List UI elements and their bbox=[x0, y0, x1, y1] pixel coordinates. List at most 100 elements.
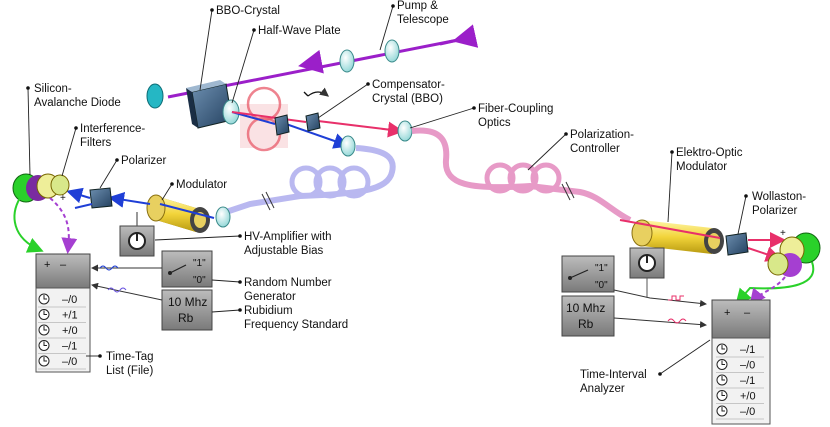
fiber-alice bbox=[219, 145, 396, 217]
rng-zero-label: "0" bbox=[193, 275, 206, 286]
hv-label-line1: HV-Amplifier with bbox=[244, 231, 332, 243]
eom-label-line2: Modulator bbox=[676, 161, 727, 173]
ttl-label-line1: Time-Tag bbox=[106, 351, 154, 363]
analyzer-minus: – bbox=[60, 259, 67, 271]
label-silicon-apd: Silicon- Avalanche Diode bbox=[26, 83, 121, 176]
half-wave-plate-label: Half-Wave Plate bbox=[258, 25, 341, 37]
pump-label-line1: Pump & bbox=[397, 0, 438, 12]
fiber-coupler-lens-icon bbox=[340, 120, 413, 157]
analyzer-plus: + bbox=[724, 307, 730, 319]
time-tag-row: –/0 bbox=[38, 355, 86, 370]
time-tag-value: –/0 bbox=[62, 294, 77, 306]
analyzer-minus: – bbox=[744, 307, 751, 319]
svg-text:+: + bbox=[60, 193, 66, 204]
clock-line1: 10 Mhz bbox=[566, 301, 605, 315]
time-tag-value: –/0 bbox=[740, 406, 755, 418]
bob-hv-amplifier-icon bbox=[629, 247, 665, 279]
bob-time-tag-list: –/1 –/0 –/1 +/0 –/0 bbox=[711, 337, 771, 425]
time-tag-value: –/1 bbox=[740, 344, 755, 356]
rng-zero-label: "0" bbox=[595, 280, 608, 291]
filters-label-line2: Filters bbox=[80, 137, 112, 149]
wollaston-label-line1: Wollaston- bbox=[752, 191, 806, 203]
time-tag-row: –/1 bbox=[716, 343, 764, 358]
ttl-label-line2: List (File) bbox=[106, 365, 153, 377]
time-tag-row: +/1 bbox=[38, 309, 86, 323]
alice-polarizer-icon: + bbox=[60, 187, 113, 209]
analyzer-plus: + bbox=[44, 259, 50, 271]
time-tag-value: +/0 bbox=[62, 325, 78, 337]
label-half-wave-plate: Half-Wave Plate bbox=[231, 25, 341, 104]
label-hv-amplifier: HV-Amplifier with Adjustable Bias bbox=[154, 231, 332, 257]
bbo-crystal-label: BBO-Crystal bbox=[216, 5, 280, 17]
compensator-label-line1: Compensator- bbox=[372, 79, 445, 91]
svg-text:+: + bbox=[780, 228, 786, 239]
rb-label-line2: Frequency Standard bbox=[244, 319, 348, 331]
apd-label-line1: Silicon- bbox=[34, 83, 72, 95]
label-wollaston-polarizer: Wollaston- Polarizer bbox=[737, 191, 806, 235]
bob-rubidium-clock-icon: 10 Mhz Rb bbox=[561, 295, 615, 337]
pump-label-line2: Telescope bbox=[397, 14, 449, 26]
bob-detectors-icon bbox=[735, 232, 821, 306]
clock-line1: 10 Mhz bbox=[168, 295, 207, 309]
apd-label-line2: Avalanche Diode bbox=[34, 97, 121, 109]
pc-label-line2: Controller bbox=[570, 143, 620, 155]
label-rubidium: Rubidium Frequency Standard bbox=[211, 305, 348, 331]
time-tag-row: –/1 bbox=[716, 374, 764, 389]
time-tag-value: +/1 bbox=[62, 310, 78, 322]
label-modulator: Modulator bbox=[161, 179, 227, 201]
time-tag-row: –/1 bbox=[38, 340, 86, 354]
time-tag-value: –/0 bbox=[62, 356, 77, 368]
photon-beams bbox=[231, 111, 404, 149]
fiber-coupling-label-line1: Fiber-Coupling bbox=[478, 103, 553, 115]
alice-rng-icon: "1" "0" bbox=[161, 250, 213, 288]
telescope-lens-icon bbox=[146, 39, 400, 109]
fiber-bob bbox=[411, 127, 632, 223]
tia-label-line1: Time-Interval bbox=[580, 369, 647, 381]
rb-label-line1: Rubidium bbox=[244, 305, 293, 317]
label-interference-filters: Interference- Filters bbox=[61, 123, 145, 177]
time-tag-row: –/0 bbox=[716, 405, 764, 420]
label-pump-telescope: Pump & Telescope bbox=[379, 0, 449, 51]
bob-modulator-icon bbox=[619, 219, 724, 254]
tia-label-line2: Analyzer bbox=[580, 383, 625, 395]
compensator-label-line2: Crystal (BBO) bbox=[372, 93, 443, 105]
alice-time-tag-list: –/0 +/1 +/0 –/1 –/0 bbox=[35, 287, 91, 373]
rng-label-line1: Random Number bbox=[244, 277, 332, 289]
fiber-coupling-label-line2: Optics bbox=[478, 117, 511, 129]
label-fiber-coupling: Fiber-Coupling Optics bbox=[409, 103, 553, 129]
time-tag-row: –/0 bbox=[716, 359, 764, 373]
alice-rubidium-clock-icon: 10 Mhz Rb bbox=[161, 289, 213, 331]
rng-label-line2: Generator bbox=[244, 291, 296, 303]
pc-label-line1: Polarization- bbox=[570, 129, 634, 141]
time-tag-row: +/0 bbox=[716, 390, 764, 404]
alice-analyzer-icon: + – bbox=[35, 253, 163, 301]
label-time-tag-list: Time-Tag List (File) bbox=[86, 351, 154, 377]
wollaston-label-line2: Polarizer bbox=[752, 205, 798, 217]
rng-one-label: "1" bbox=[193, 258, 206, 269]
time-tag-value: +/0 bbox=[740, 391, 756, 403]
bob-rng-icon: "1" "0" bbox=[561, 255, 615, 293]
rng-one-label: "1" bbox=[595, 263, 608, 274]
label-bbo-crystal: BBO-Crystal bbox=[199, 5, 280, 91]
alice-detectors-icon bbox=[12, 173, 78, 254]
time-tag-value: –/1 bbox=[740, 375, 755, 387]
label-polarization-controller: Polarization- Controller bbox=[527, 129, 634, 171]
modulator-label: Modulator bbox=[176, 179, 227, 191]
time-tag-row: +/0 bbox=[38, 324, 86, 339]
clock-line2: Rb bbox=[178, 311, 194, 325]
clock-line2: Rb bbox=[578, 317, 594, 331]
label-time-interval-analyzer: Time-Interval Analyzer bbox=[580, 339, 711, 395]
polarizer-label: Polarizer bbox=[121, 155, 167, 167]
label-polarizer: Polarizer bbox=[99, 155, 167, 189]
bob-analyzer-icon: + – bbox=[613, 278, 771, 339]
hv-label-line2: Adjustable Bias bbox=[244, 245, 324, 257]
label-rng: Random Number Generator bbox=[211, 277, 332, 303]
alice-hv-amplifier-icon bbox=[119, 212, 155, 257]
label-compensator: Compensator- Crystal (BBO) bbox=[317, 79, 445, 119]
compensator-crystal-icon bbox=[274, 87, 330, 136]
eom-label-line1: Elektro-Optic bbox=[676, 147, 743, 159]
alice-modulator-icon bbox=[108, 191, 231, 233]
time-tag-row: –/0 bbox=[38, 293, 86, 308]
